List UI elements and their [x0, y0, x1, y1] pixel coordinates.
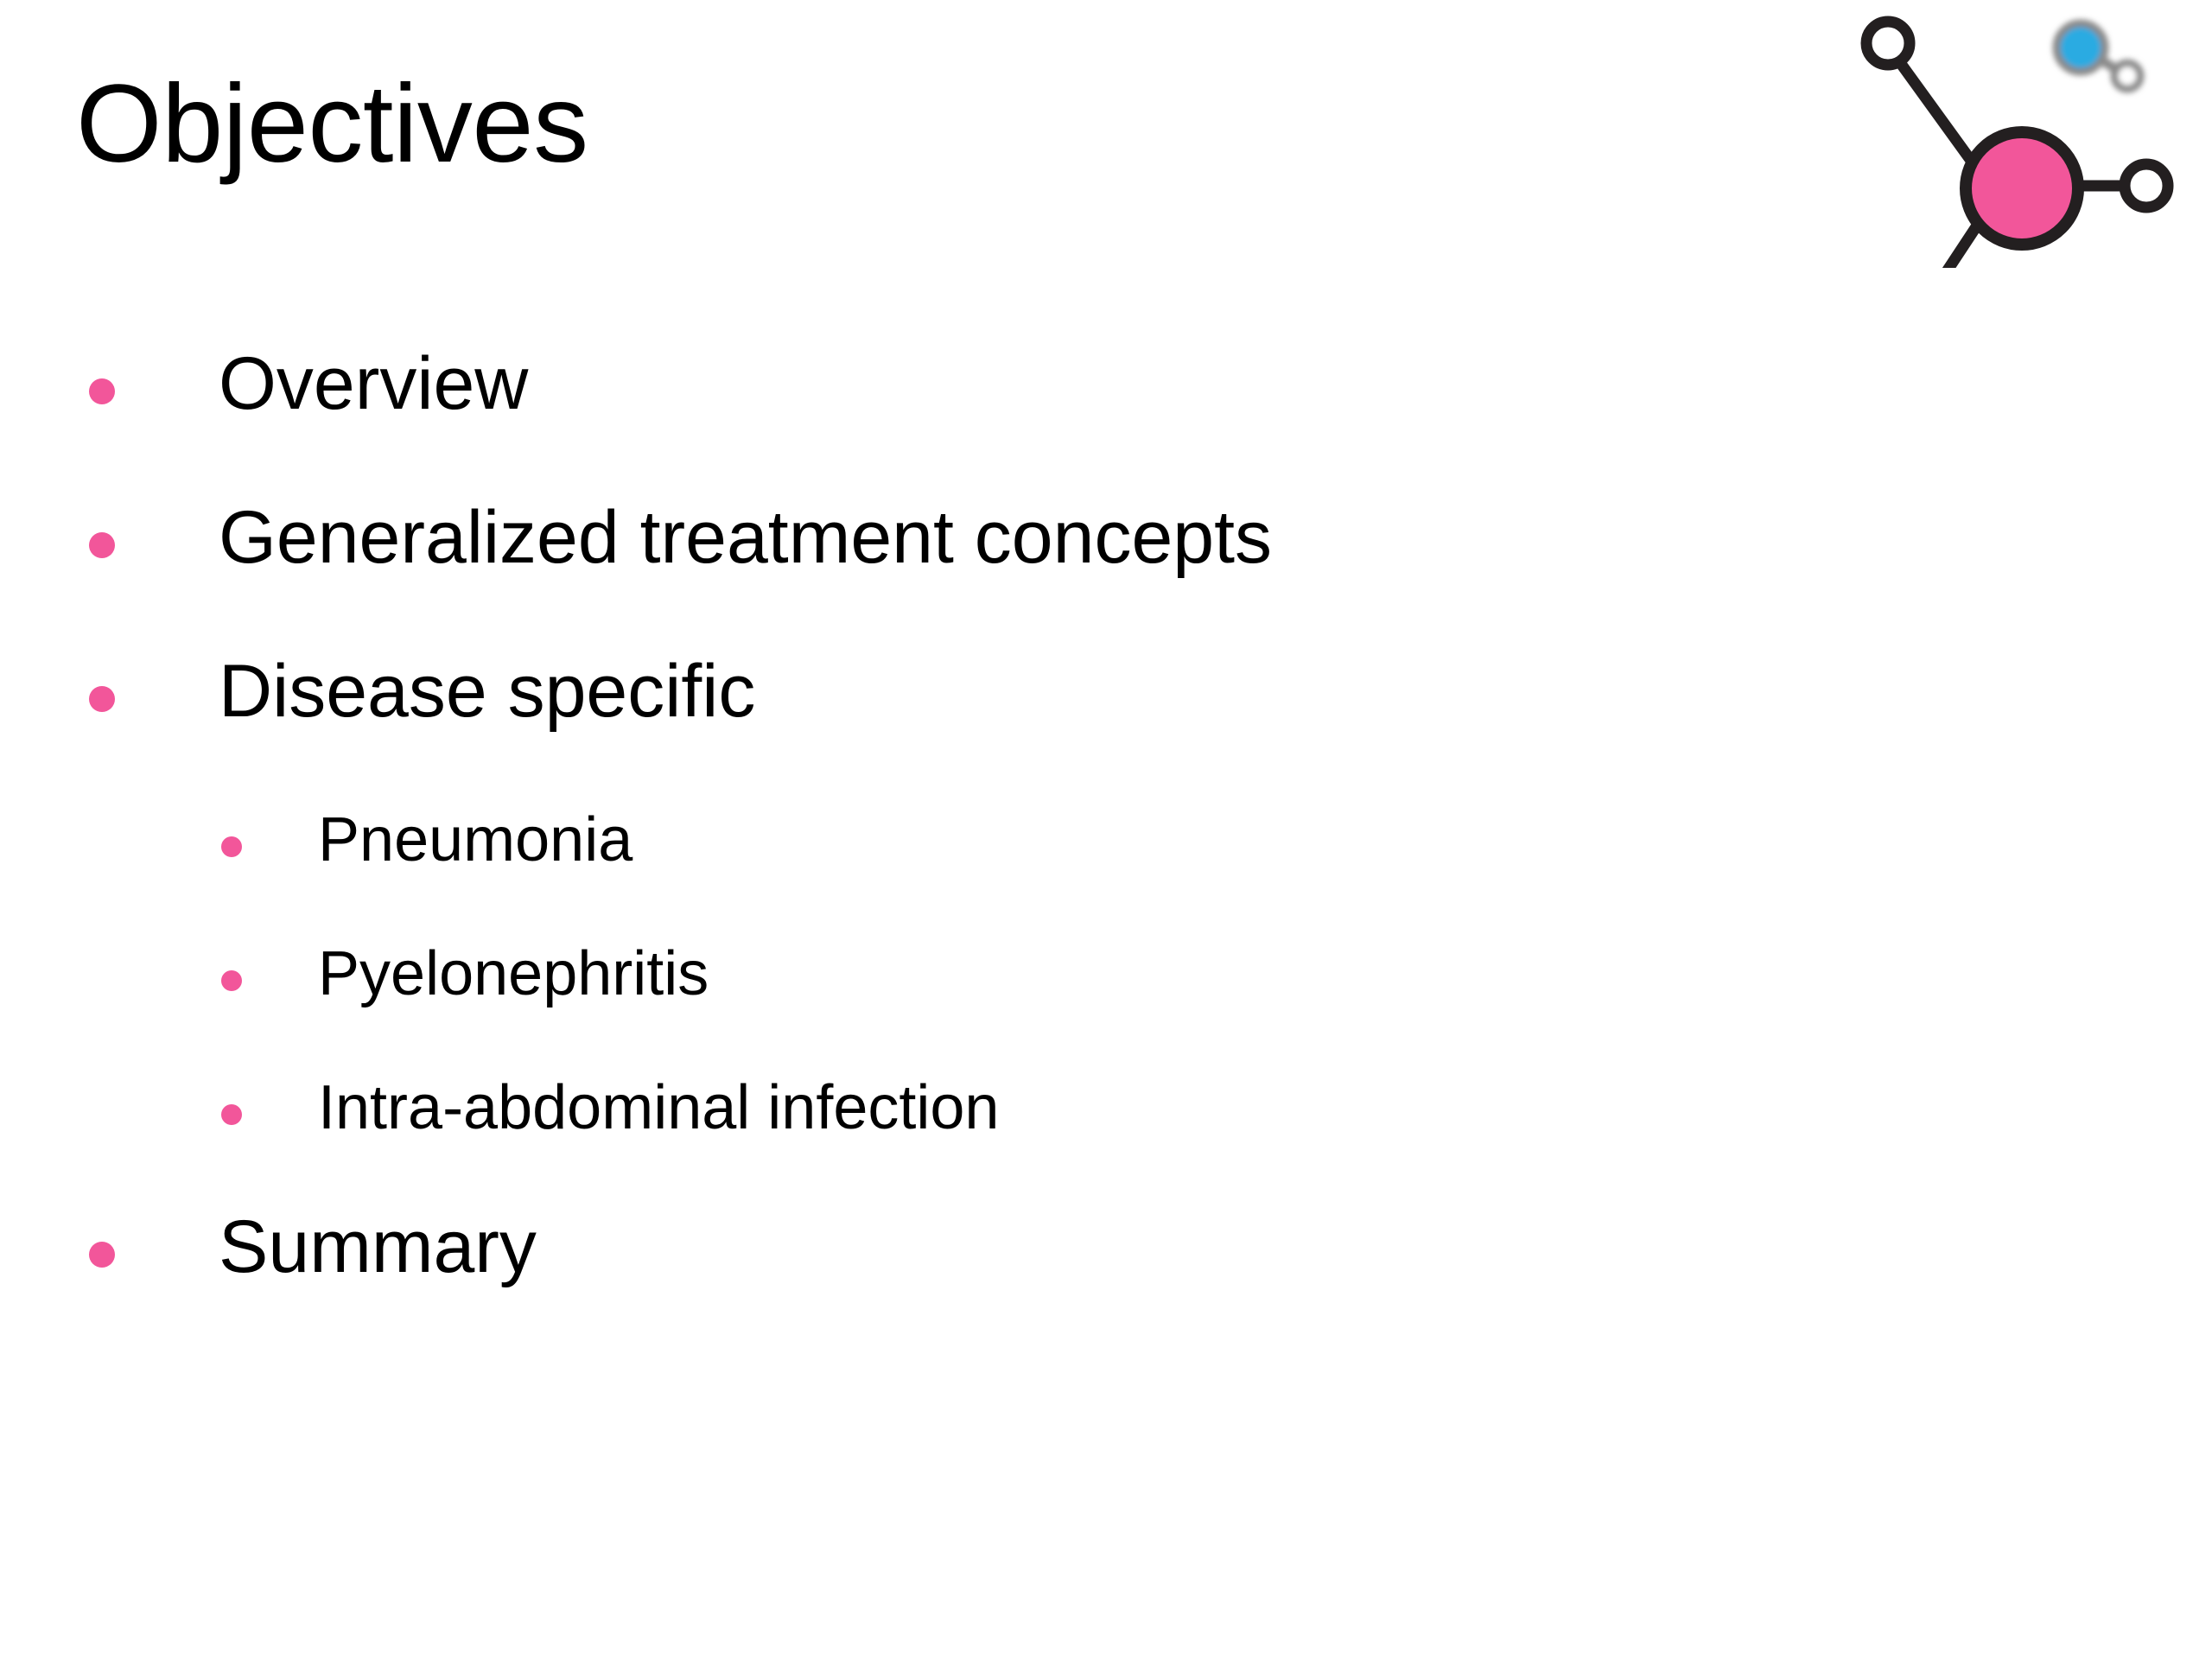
bullet-label: Overview: [219, 342, 529, 425]
bullet-item-summary: Summary: [0, 1205, 1815, 1366]
sub-bullet-marker-icon: [221, 970, 242, 991]
sub-bullet-marker-icon: [221, 836, 242, 857]
bullet-label: Intra-abdominal infection: [318, 1073, 1000, 1142]
bullet-label: Summary: [219, 1205, 537, 1288]
bullet-marker-icon: [89, 532, 115, 558]
node-ring-top-left: [1860, 16, 1916, 71]
molecular-network-logo: [1842, 0, 2205, 268]
bullet-label: Generalized treatment concepts: [219, 496, 1272, 579]
bullet-item-pneumonia: Pneumonia: [0, 805, 1815, 944]
bullet-label: Pyelonephritis: [318, 939, 709, 1008]
bullet-item-pyelonephritis: Pyelonephritis: [0, 939, 1815, 1078]
bullet-label: Disease specific: [219, 650, 756, 733]
objectives-bullet-list: Overview Generalized treatment concepts …: [0, 342, 1815, 1366]
bullet-marker-icon: [89, 686, 115, 712]
bullet-label: Pneumonia: [318, 805, 633, 874]
bullet-marker-icon: [89, 1242, 115, 1268]
hub-node-pink: [1960, 126, 2084, 251]
bullet-item-intra-abdominal-infection: Intra-abdominal infection: [0, 1073, 1815, 1212]
bullet-item-overview: Overview: [0, 342, 1815, 503]
faded-node-group: [2052, 19, 2145, 93]
node-ring-right: [2119, 158, 2174, 213]
bullet-item-generalized-treatment-concepts: Generalized treatment concepts: [0, 496, 1815, 657]
bullet-item-disease-specific: Disease specific: [0, 650, 1815, 810]
sub-bullet-marker-icon: [221, 1104, 242, 1125]
page-title: Objectives: [76, 62, 588, 186]
bullet-marker-icon: [89, 378, 115, 404]
